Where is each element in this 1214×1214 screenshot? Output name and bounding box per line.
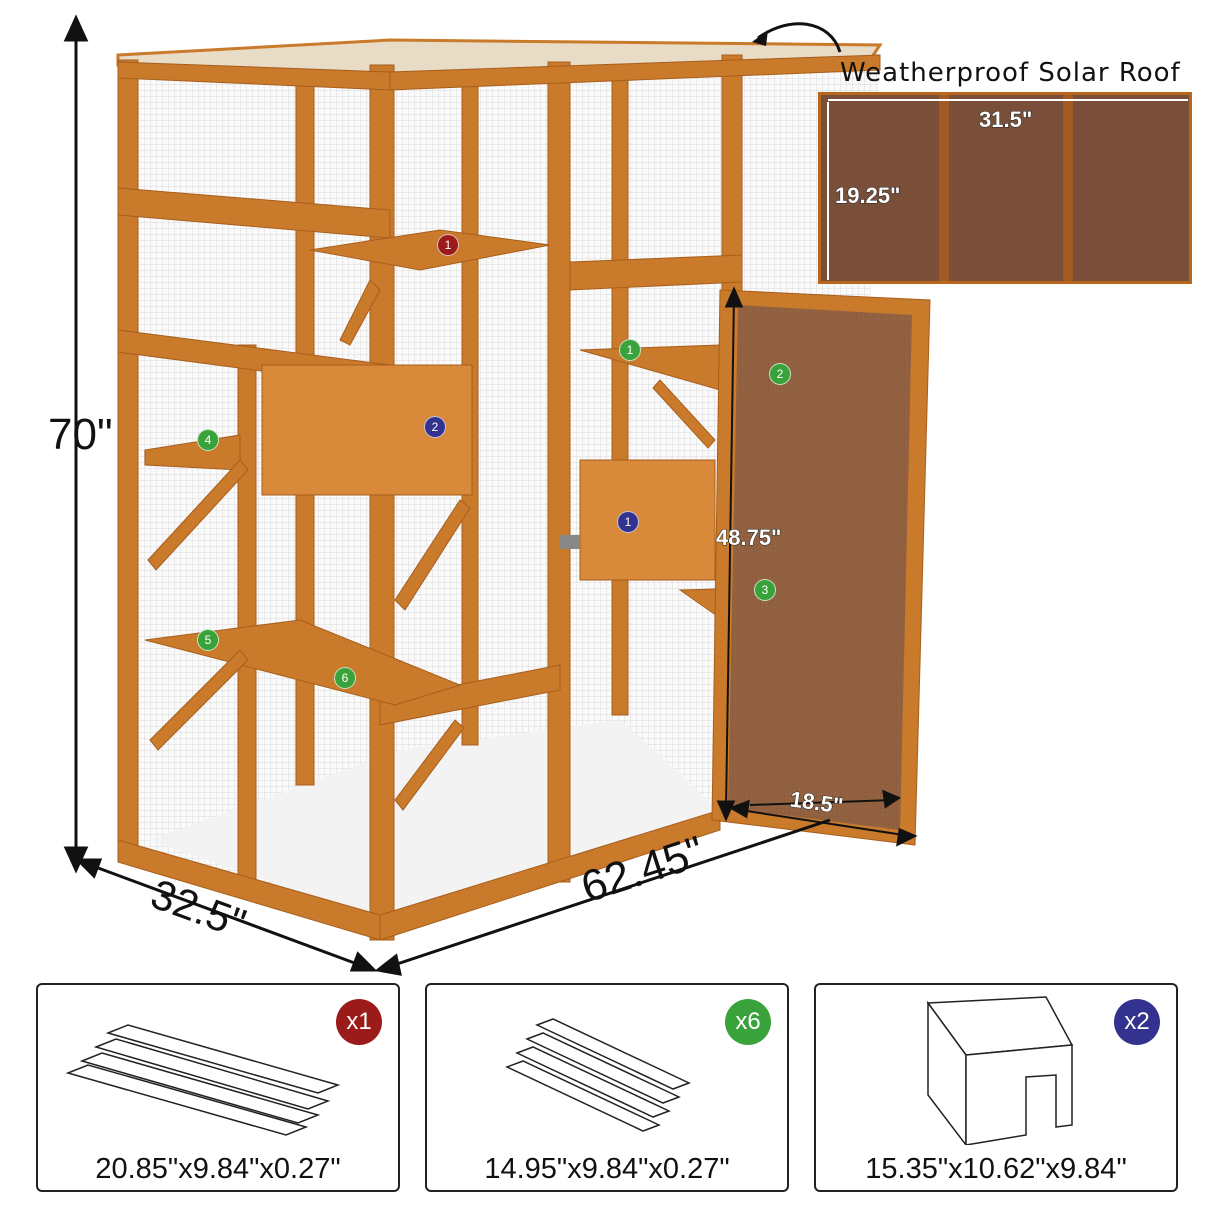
long-platform-icon xyxy=(65,1024,341,1136)
badge-green-1: 1 xyxy=(619,339,641,361)
cage-frame xyxy=(116,22,931,941)
short-platform-icon xyxy=(505,1018,691,1132)
height-dimension: 70" xyxy=(48,410,113,459)
roof-title: Weatherproof Solar Roof xyxy=(840,58,1181,88)
part-card-long-platform: x1 20.85"x9.84"x0.27" xyxy=(36,983,400,1192)
roof-dimension-arrows xyxy=(827,99,1188,280)
badge-green-2: 2 xyxy=(769,363,791,385)
dimension-arrows xyxy=(63,14,918,976)
badge-blue-2: 2 xyxy=(424,416,446,438)
badge-green-6: 6 xyxy=(334,667,356,689)
part-size: 14.95"x9.84"x0.27" xyxy=(484,1153,730,1185)
catio-illustration xyxy=(63,14,931,976)
part-size: 20.85"x9.84"x0.27" xyxy=(95,1153,341,1185)
quantity-badge: x2 xyxy=(1114,999,1160,1045)
badge-green-4: 4 xyxy=(197,429,219,451)
badge-red-1: 1 xyxy=(437,234,459,256)
part-size: 15.35"x10.62"x9.84" xyxy=(865,1153,1127,1185)
roof-panel-image: 31.5" 19.25" xyxy=(818,92,1192,284)
quantity-badge: x1 xyxy=(336,999,382,1045)
badge-green-3: 3 xyxy=(754,579,776,601)
cat-house-icon xyxy=(926,996,1074,1145)
part-card-short-platform: x6 14.95"x9.84"x0.27" xyxy=(425,983,789,1192)
door-height-dimension: 48.75" xyxy=(715,525,782,551)
roof-width-dimension: 31.5" xyxy=(978,107,1033,133)
quantity-badge: x6 xyxy=(725,999,771,1045)
badge-green-5: 5 xyxy=(197,629,219,651)
part-card-cat-house: x2 15.35"x10.62"x9.84" xyxy=(814,983,1178,1192)
roof-depth-dimension: 19.25" xyxy=(834,183,901,209)
badge-blue-1: 1 xyxy=(617,511,639,533)
